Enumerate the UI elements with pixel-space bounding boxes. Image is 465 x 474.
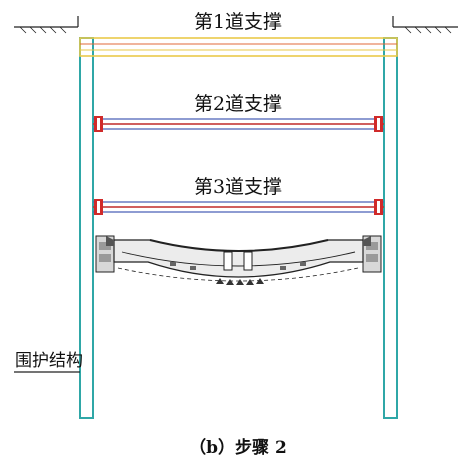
strut-1-label: 第1道支撑 bbox=[194, 11, 282, 33]
arch-structure bbox=[95, 235, 382, 285]
strut-3 bbox=[93, 199, 384, 215]
retaining-structure-label: 围护结构 bbox=[15, 351, 83, 371]
ground-left bbox=[14, 16, 79, 34]
strut-3-label: 第3道支撑 bbox=[194, 176, 282, 198]
strut-2-label: 第2道支撑 bbox=[194, 93, 282, 115]
figure-caption: （b）步骤 2 bbox=[189, 437, 287, 458]
strut-1 bbox=[79, 37, 398, 57]
retaining-wall-right bbox=[383, 37, 398, 419]
strut-2 bbox=[93, 116, 384, 132]
ground-right bbox=[392, 16, 458, 34]
